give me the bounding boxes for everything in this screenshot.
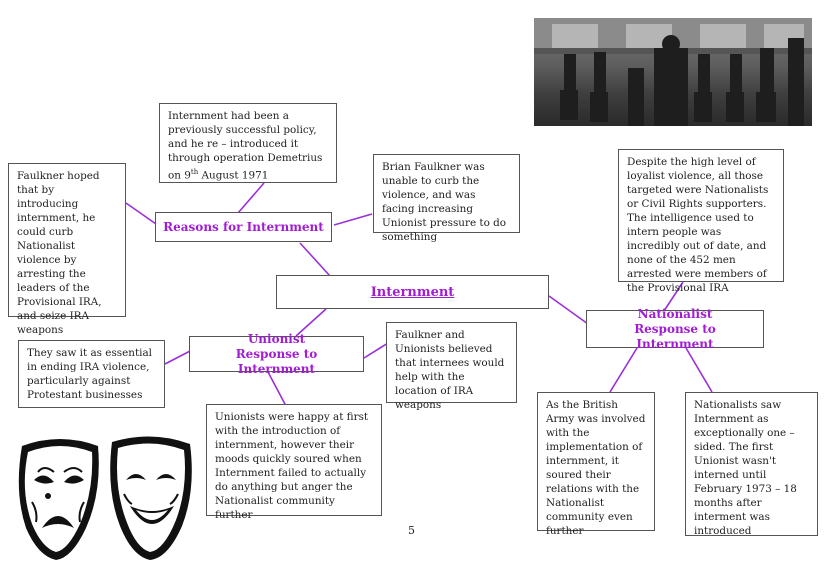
faulkner-hoped-box: Faulkner hoped that by introducing inter… <box>8 163 126 336</box>
despite-violence-text: Despite the high level of loyalist viole… <box>627 156 769 294</box>
reasons-node-label: Reasons for Internment <box>163 219 324 234</box>
internees-help-box: Faulkner and Unionists believed that int… <box>386 322 517 411</box>
one-sided-text: Nationalists saw Internment as exception… <box>694 399 797 537</box>
theatre-masks-image <box>12 432 202 570</box>
happy-at-first-box: Unionists were happy at first with the i… <box>206 404 382 521</box>
reasons-node: Reasons for Internment <box>155 212 332 242</box>
line-central-to-unionist <box>295 308 327 337</box>
one-sided-box: Nationalists saw Internment as exception… <box>685 392 818 537</box>
line-nationalist-to-despite <box>663 281 684 312</box>
central-topic: Internment <box>276 275 549 309</box>
british-army-text: As the British Army was involved with th… <box>546 399 646 537</box>
despite-violence-box: Despite the high level of loyalist viole… <box>618 149 784 294</box>
nationalist-node: Nationalist Response to Internment <box>586 307 764 351</box>
previously-successful-end: August 1971 <box>198 169 269 182</box>
essential-text: They saw it as essential in ending IRA v… <box>27 347 152 401</box>
internment-photo <box>534 18 812 126</box>
internees-help-text: Faulkner and Unionists believed that int… <box>395 329 505 411</box>
happy-at-first-text: Unionists were happy at first with the i… <box>215 411 369 521</box>
tragedy-mask-icon <box>18 439 99 560</box>
line-nationalist-to-onesided <box>685 347 713 393</box>
line-unionist-to-happy <box>267 371 287 407</box>
line-reasons-to-hoped <box>125 202 157 225</box>
previously-successful-text: Internment had been a previously success… <box>168 110 323 182</box>
british-army-box: As the British Army was involved with th… <box>537 392 655 537</box>
unionist-node: Unionist Response to Internment <box>189 332 364 376</box>
line-reasons-to-central <box>299 242 331 277</box>
line-reasons-to-previously <box>237 182 265 214</box>
line-reasons-to-unable <box>333 213 373 226</box>
line-unionist-to-internees <box>363 342 389 359</box>
line-unionist-to-essential <box>164 349 193 365</box>
unionist-node-label: Unionist Response to Internment <box>235 331 318 376</box>
comedy-mask-icon <box>110 436 192 560</box>
unable-to-curb-text: Brian Faulkner was unable to curb the vi… <box>382 161 507 243</box>
essential-box: They saw it as essential in ending IRA v… <box>18 340 165 408</box>
line-central-to-nationalist <box>548 295 589 325</box>
faulkner-hoped-text: Faulkner hoped that by introducing inter… <box>17 170 102 336</box>
previously-successful-sup: th <box>190 168 199 176</box>
previously-successful-box: Internment had been a previously success… <box>159 103 337 183</box>
central-topic-label: Internment <box>370 284 455 300</box>
nationalist-node-label: Nationalist Response to Internment <box>634 306 716 351</box>
unable-to-curb-box: Brian Faulkner was unable to curb the vi… <box>373 154 520 243</box>
line-nationalist-to-army <box>609 347 638 393</box>
page-number: 5 <box>408 524 415 537</box>
